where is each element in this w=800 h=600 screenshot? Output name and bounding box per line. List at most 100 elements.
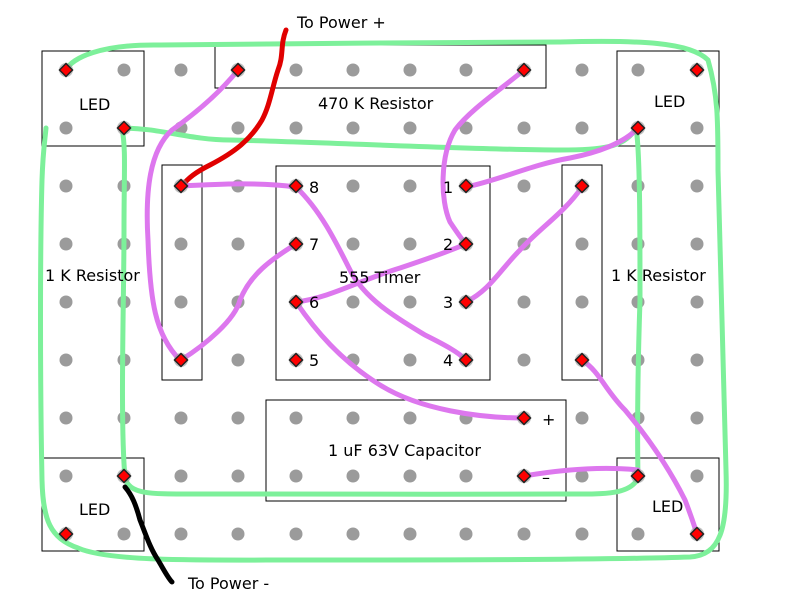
- timer-pin-2-label: 2: [443, 235, 453, 254]
- green-outer-loop: [38, 38, 729, 563]
- board-hole: [575, 469, 589, 483]
- board-hole: [59, 179, 73, 193]
- resistor-1k-right-box: [561, 164, 603, 381]
- solder-pads: [58, 62, 705, 542]
- board-hole: [459, 63, 473, 77]
- board-hole: [690, 237, 704, 251]
- board-hole: [517, 295, 531, 309]
- jumper-pin6-to-pin2: [293, 241, 469, 305]
- board-hole: [459, 469, 473, 483]
- board-hole: [575, 295, 589, 309]
- text-labels: To Power + To Power - LED LED LED LED 47…: [45, 13, 706, 593]
- led-bottom-right-label: LED: [652, 497, 683, 516]
- resistor-470k-label: 470 K Resistor: [318, 94, 434, 113]
- jumper-pin8-to-pin4: [293, 184, 469, 363]
- board-hole: [231, 469, 245, 483]
- jumper-1k-right-to-led-bottom-right: [579, 357, 700, 537]
- board-hole: [231, 411, 245, 425]
- solder-pad: [458, 236, 474, 252]
- solder-pad: [458, 178, 474, 194]
- board-hole: [517, 179, 531, 193]
- timer-pin-5-label: 5: [309, 351, 319, 370]
- board-hole: [517, 527, 531, 541]
- board-hole: [59, 295, 73, 309]
- jumper-pin1-to-led-top-right: [463, 125, 641, 190]
- jumper-470k-right-to-pin2: [440, 67, 527, 247]
- timer-pin-1-label: 1: [443, 178, 453, 197]
- board-hole: [59, 353, 73, 367]
- solder-pad: [458, 352, 474, 368]
- board-hole: [690, 121, 704, 135]
- hole-grid-overlay: [59, 63, 704, 541]
- board-hole: [575, 63, 589, 77]
- capacitor-plus-label: +: [542, 410, 555, 429]
- board-hole: [117, 527, 131, 541]
- board-hole: [403, 237, 417, 251]
- led-top-left-label: LED: [79, 95, 110, 114]
- power-positive-wire: [179, 27, 289, 189]
- solder-pad: [288, 352, 304, 368]
- board-hole: [403, 469, 417, 483]
- board-hole: [289, 469, 303, 483]
- solder-pad: [116, 468, 132, 484]
- resistor-1k-right-label: 1 K Resistor: [611, 266, 706, 285]
- board-hole: [117, 63, 131, 77]
- board-hole: [631, 527, 645, 541]
- board-hole: [59, 469, 73, 483]
- solder-pad: [230, 62, 246, 78]
- board-hole: [289, 121, 303, 135]
- board-hole: [690, 411, 704, 425]
- jumper-1k-bottom-to-pin7: [178, 241, 299, 363]
- board-hole: [231, 527, 245, 541]
- board-hole: [346, 469, 360, 483]
- capacitor-minus-label: –: [542, 468, 550, 487]
- board-hole: [346, 179, 360, 193]
- timer-pin-7-label: 7: [309, 235, 319, 254]
- board-hole: [459, 121, 473, 135]
- board-hole: [346, 237, 360, 251]
- board-hole: [403, 353, 417, 367]
- board-hole: [575, 527, 589, 541]
- solder-pad: [574, 352, 590, 368]
- board-hole: [346, 63, 360, 77]
- solder-pad: [516, 410, 532, 426]
- board-hole: [403, 411, 417, 425]
- jumper-pin3-to-1k-right: [463, 184, 585, 305]
- solder-pad: [173, 178, 189, 194]
- board-hole: [575, 237, 589, 251]
- timer-pin-6-label: 6: [309, 293, 319, 312]
- solder-pad: [288, 178, 304, 194]
- component-boxes: [41, 44, 720, 552]
- board-hole: [690, 179, 704, 193]
- jumper-1k-top-to-pin8: [178, 181, 299, 190]
- solder-pad: [458, 294, 474, 310]
- led-bottom-left-label: LED: [79, 500, 110, 519]
- jumper-470k-left-to-1k-left: [144, 67, 241, 363]
- solder-pad: [173, 352, 189, 368]
- solder-pad: [574, 178, 590, 194]
- board-hole: [403, 295, 417, 309]
- board-hole: [289, 527, 303, 541]
- board-hole: [690, 469, 704, 483]
- board-hole: [174, 237, 188, 251]
- board-hole: [403, 527, 417, 541]
- power-negative-label: To Power -: [187, 574, 269, 593]
- timer-pin-4-label: 4: [443, 351, 453, 370]
- power-wires: [122, 27, 289, 585]
- board-hole: [346, 121, 360, 135]
- solder-pad: [116, 120, 132, 136]
- board-hole: [174, 411, 188, 425]
- solder-pad: [630, 468, 646, 484]
- board-hole: [346, 411, 360, 425]
- board-hole: [59, 237, 73, 251]
- board-hole: [517, 353, 531, 367]
- board-hole: [231, 353, 245, 367]
- resistor-1k-left-label: 1 K Resistor: [45, 266, 140, 285]
- board-hole: [174, 63, 188, 77]
- board-hole: [174, 469, 188, 483]
- solder-pad: [630, 120, 646, 136]
- solder-pad: [288, 236, 304, 252]
- resistor-470k-box: [214, 44, 547, 89]
- board-hole: [289, 63, 303, 77]
